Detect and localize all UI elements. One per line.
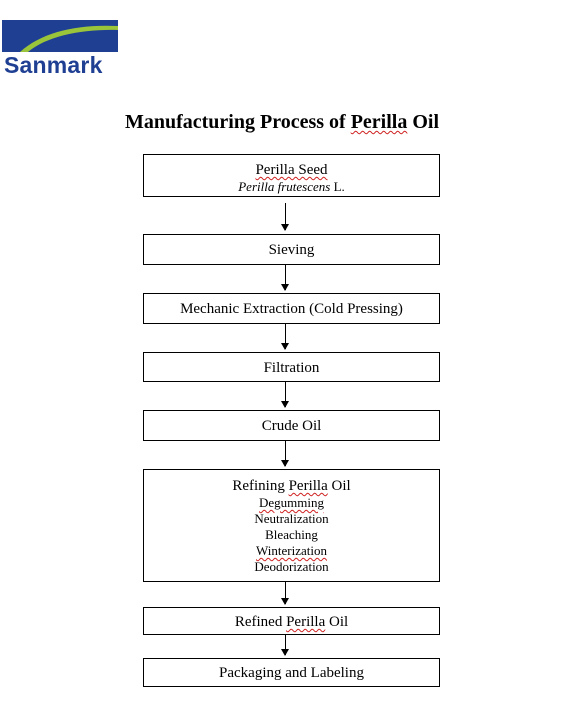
page-title: Manufacturing Process of Perilla Oil — [124, 111, 440, 133]
step-sieving: Sieving — [143, 234, 440, 265]
flow-arrow — [281, 582, 289, 605]
substep-bleaching: Bleaching — [265, 527, 318, 542]
step-label: Refined Perilla Oil — [234, 614, 349, 630]
step-perilla-seed: Perilla Seed Perilla frutescens L. — [143, 154, 440, 197]
step-packaging: Packaging and Labeling — [143, 658, 440, 687]
logo-swoosh-icon — [2, 20, 118, 52]
flow-arrow — [281, 441, 289, 467]
flow-arrow — [281, 203, 289, 231]
step-label: Packaging and Labeling — [219, 665, 364, 681]
step-label: Refining Perilla Oil — [232, 478, 351, 494]
substep-neutralization: Neutralization — [254, 511, 329, 526]
step-refined-oil: Refined Perilla Oil — [143, 607, 440, 635]
flow-arrow — [281, 324, 289, 350]
substep-winterization: Winterization — [256, 543, 327, 558]
step-label: Perilla Seed — [255, 162, 328, 178]
flow-arrow — [281, 382, 289, 408]
substep-deodorization: Deodorization — [254, 559, 329, 574]
logo-text: Sanmark — [4, 52, 103, 78]
flow-arrow — [281, 265, 289, 291]
step-label: Filtration — [263, 360, 320, 376]
flow-arrow — [281, 635, 289, 656]
step-label: Crude Oil — [261, 418, 322, 434]
step-crude-oil: Crude Oil — [143, 410, 440, 441]
sanmark-logo: Sanmark — [2, 20, 120, 78]
step-label: Mechanic Extraction (Cold Pressing) — [180, 301, 403, 317]
step-label: Sieving — [268, 242, 315, 258]
step-species: Perilla frutescens L. — [238, 179, 345, 194]
step-filtration: Filtration — [143, 352, 440, 382]
step-refining: Refining Perilla Oil Degumming Neutraliz… — [143, 469, 440, 582]
step-mechanic-extraction: Mechanic Extraction (Cold Pressing) — [143, 293, 440, 324]
substep-degumming: Degumming — [259, 495, 324, 510]
